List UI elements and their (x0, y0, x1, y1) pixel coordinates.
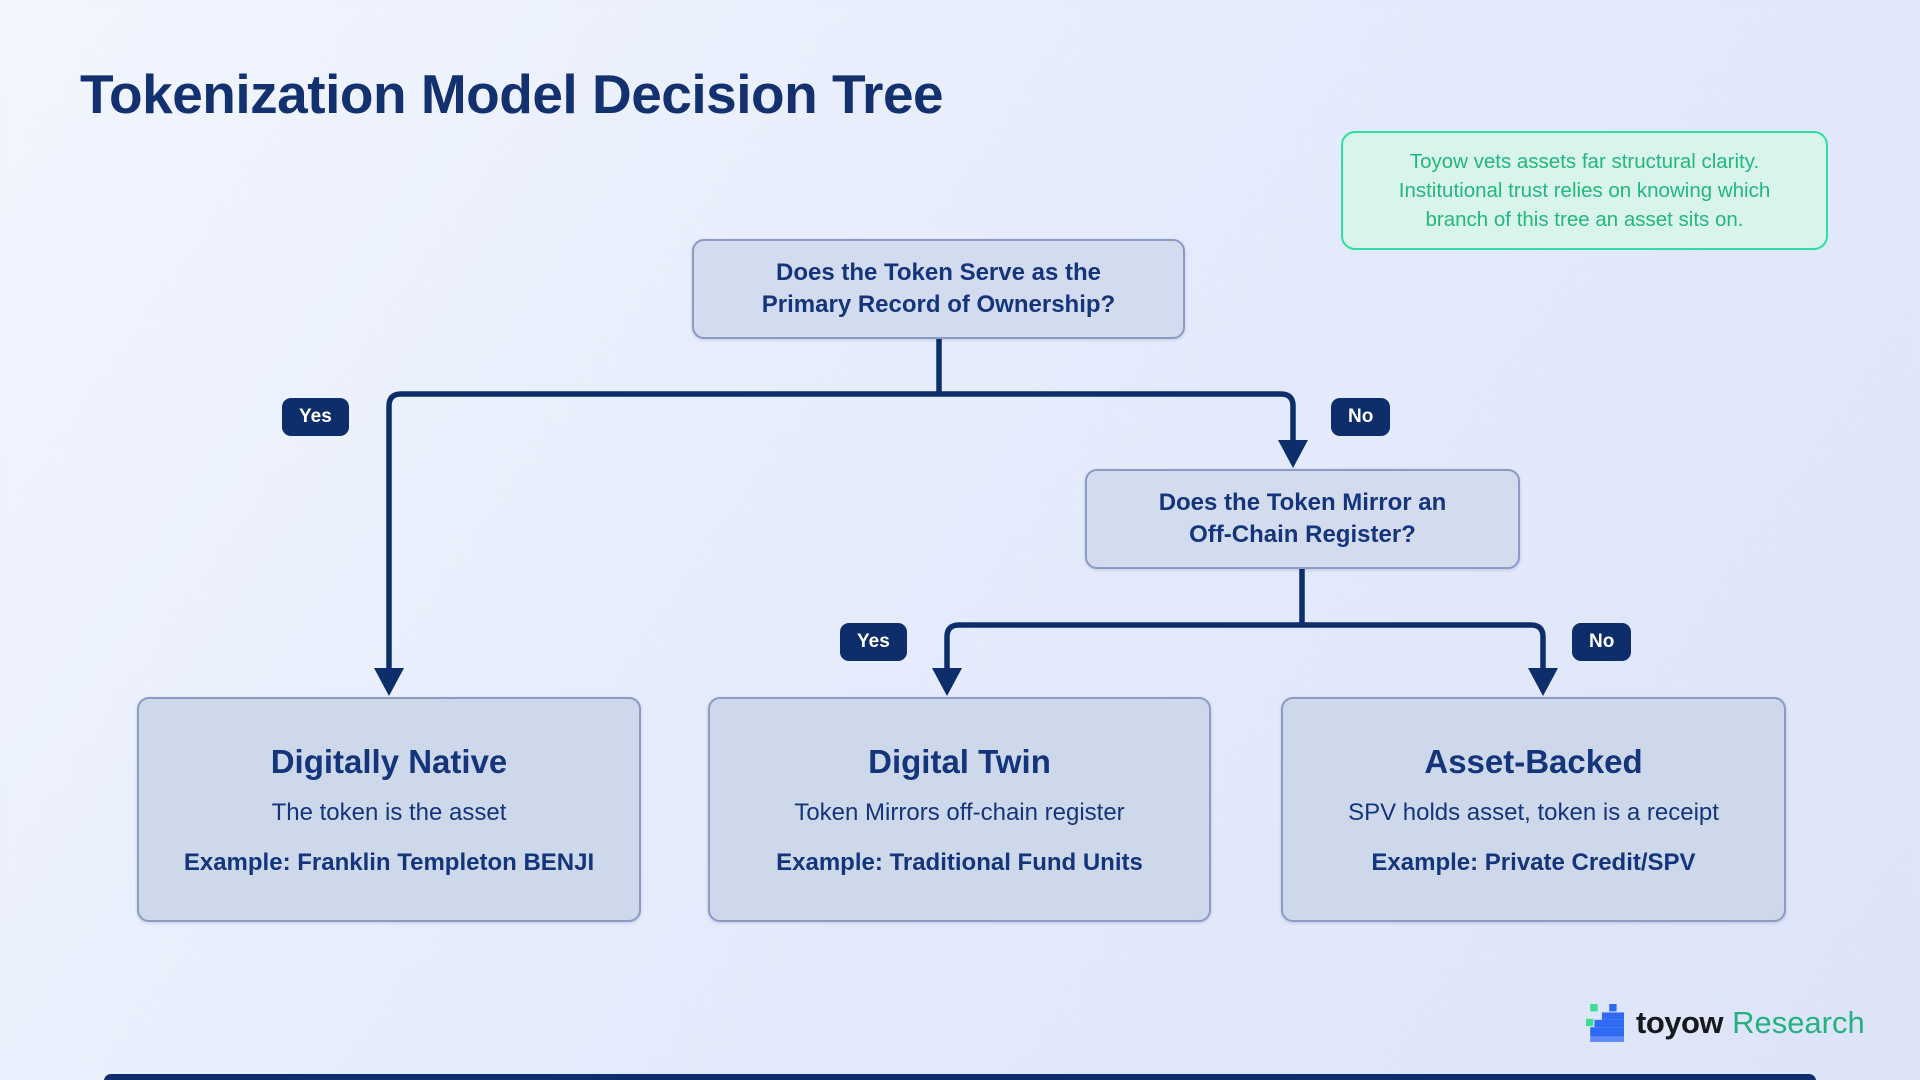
level1-no-badge: No (1331, 398, 1391, 436)
level1-no-label: No (1348, 406, 1374, 427)
leaf-node-asset-backed: Asset-Backed SPV holds asset, token is a… (1281, 697, 1786, 922)
logo-suffix-text: Research (1732, 1005, 1865, 1040)
bottom-accent-bar (104, 1074, 1816, 1080)
root-question-text: Does the Token Serve as the Primary Reco… (761, 258, 1116, 318)
leaf-example: Example: Traditional Fund Units (776, 848, 1143, 876)
level2-yes-badge: Yes (840, 623, 907, 661)
level1-yes-label: Yes (299, 406, 332, 427)
second-question-text: Does the Token Mirror an Off-Chain Regis… (1158, 488, 1447, 548)
level1-yes-badge: Yes (282, 398, 349, 436)
leaf-example: Example: Private Credit/SPV (1371, 848, 1696, 876)
research-note-callout: Toyow vets assets far structural clarity… (1341, 131, 1828, 250)
leaf-example: Example: Franklin Templeton BENJI (183, 848, 595, 876)
second-question-node: Does the Token Mirror an Off-Chain Regis… (1085, 469, 1520, 569)
leaf-description: SPV holds asset, token is a receipt (1348, 798, 1719, 826)
logo-brand-text: toyow (1636, 1005, 1724, 1040)
arrowhead-to-second-question (1278, 440, 1308, 468)
arrowhead-to-asset-backed (1528, 668, 1558, 696)
leaf-node-digital-twin: Digital Twin Token Mirrors off-chain reg… (708, 697, 1211, 922)
leaf-description: The token is the asset (271, 798, 507, 826)
arrowhead-to-digital-twin (932, 668, 962, 696)
leaf-title: Asset-Backed (1424, 742, 1643, 780)
leaf-title: Digitally Native (270, 742, 508, 780)
page-title: Tokenization Model Decision Tree (80, 63, 944, 125)
level2-yes-label: Yes (857, 631, 890, 652)
level2-no-badge: No (1572, 623, 1632, 661)
research-note-text: Toyow vets assets far structural clarity… (1398, 149, 1771, 232)
toyow-pixel-logo-icon (1586, 1004, 1624, 1042)
level2-no-label: No (1589, 631, 1615, 652)
arrowhead-to-digitally-native (374, 668, 404, 696)
leaf-node-digitally-native: Digitally Native The token is the asset … (137, 697, 641, 922)
leaf-description: Token Mirrors off-chain register (794, 798, 1125, 826)
leaf-title: Digital Twin (868, 742, 1051, 780)
root-question-node: Does the Token Serve as the Primary Reco… (692, 239, 1185, 339)
